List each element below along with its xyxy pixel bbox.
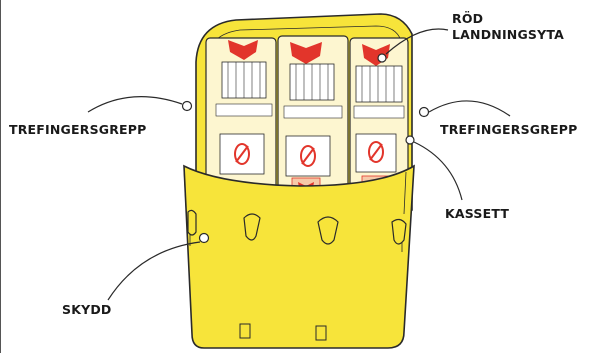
leader-line [414,142,462,200]
label-rod-line-1: RÖD [452,11,483,26]
label-trefingersgrepp-left: TREFINGERSGREPP [9,122,147,137]
leader-line [88,97,182,112]
front-shield [184,166,414,348]
grip-hole [392,219,406,244]
leader-line [108,242,200,300]
label-trefingersgrepp-right: TREFINGERSGREPP [440,122,578,137]
callout-marker [420,108,429,117]
leader-line [429,101,510,116]
label-landningsyta-line-2: LANDNINGSYTA [452,27,564,42]
cassette [278,36,348,204]
cassette [206,38,276,198]
callout-marker [183,102,192,111]
label-skydd: SKYDD [62,302,112,317]
grip-hole [188,210,196,235]
callout-marker [378,54,386,62]
label-kassett: KASSETT [445,206,509,221]
callout-marker [200,234,209,243]
callout-marker [406,136,414,144]
